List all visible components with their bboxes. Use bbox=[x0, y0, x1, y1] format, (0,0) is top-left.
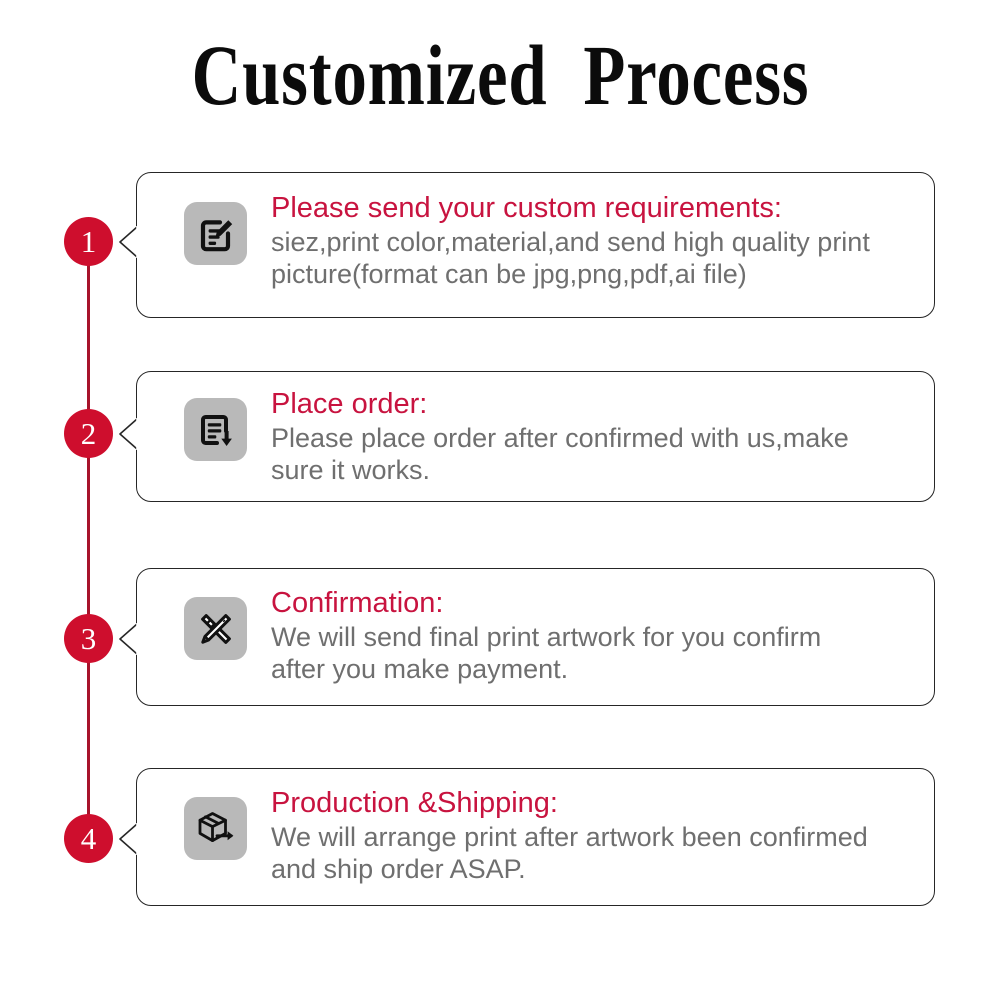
timeline-step-2: 2 Place order: Please place order after bbox=[0, 371, 1001, 504]
timeline-step-3: 3 bbox=[0, 568, 1001, 708]
step-body-4: We will arrange print after artwork been… bbox=[271, 822, 868, 884]
step-heading-3: Confirmation: bbox=[271, 587, 444, 619]
step-text-3: Confirmation: We will send final print a… bbox=[247, 585, 916, 685]
timeline-step-4: 4 Production & bbox=[0, 768, 1001, 908]
timeline-step-1: 1 Please send your custom requirements: … bbox=[0, 172, 1001, 320]
step-body-3: We will send final print artwork for you… bbox=[271, 622, 822, 684]
step-number-badge-2: 2 bbox=[64, 409, 113, 458]
step-number-badge-1: 1 bbox=[64, 217, 113, 266]
timeline-rail bbox=[87, 250, 90, 842]
ruler-pencil-icon bbox=[184, 597, 247, 660]
step-text-2: Place order: Please place order after co… bbox=[247, 386, 916, 486]
step-card-4: Production &Shipping: We will arrange pr… bbox=[136, 768, 935, 906]
step-pointer-4 bbox=[118, 823, 138, 855]
step-number-badge-4: 4 bbox=[64, 814, 113, 863]
order-download-icon bbox=[184, 398, 247, 461]
page-title: Customized Process bbox=[191, 27, 810, 123]
step-text-4: Production &Shipping: We will arrange pr… bbox=[247, 785, 916, 885]
step-pointer-2 bbox=[118, 418, 138, 450]
edit-document-icon bbox=[184, 202, 247, 265]
step-card-1: Please send your custom requirements: si… bbox=[136, 172, 935, 318]
step-pointer-1 bbox=[118, 226, 138, 258]
step-body-2: Please place order after confirmed with … bbox=[271, 423, 849, 485]
step-text-1: Please send your custom requirements: si… bbox=[247, 190, 916, 290]
step-number-badge-3: 3 bbox=[64, 614, 113, 663]
shipping-box-icon bbox=[184, 797, 247, 860]
step-heading-2: Place order: bbox=[271, 388, 428, 420]
step-heading-4: Production &Shipping: bbox=[271, 787, 558, 819]
step-pointer-3 bbox=[118, 623, 138, 655]
step-card-3: Confirmation: We will send final print a… bbox=[136, 568, 935, 706]
step-heading-1: Please send your custom requirements: bbox=[271, 192, 782, 224]
step-body-1: siez,print color,material,and send high … bbox=[271, 227, 870, 289]
step-card-2: Place order: Please place order after co… bbox=[136, 371, 935, 502]
